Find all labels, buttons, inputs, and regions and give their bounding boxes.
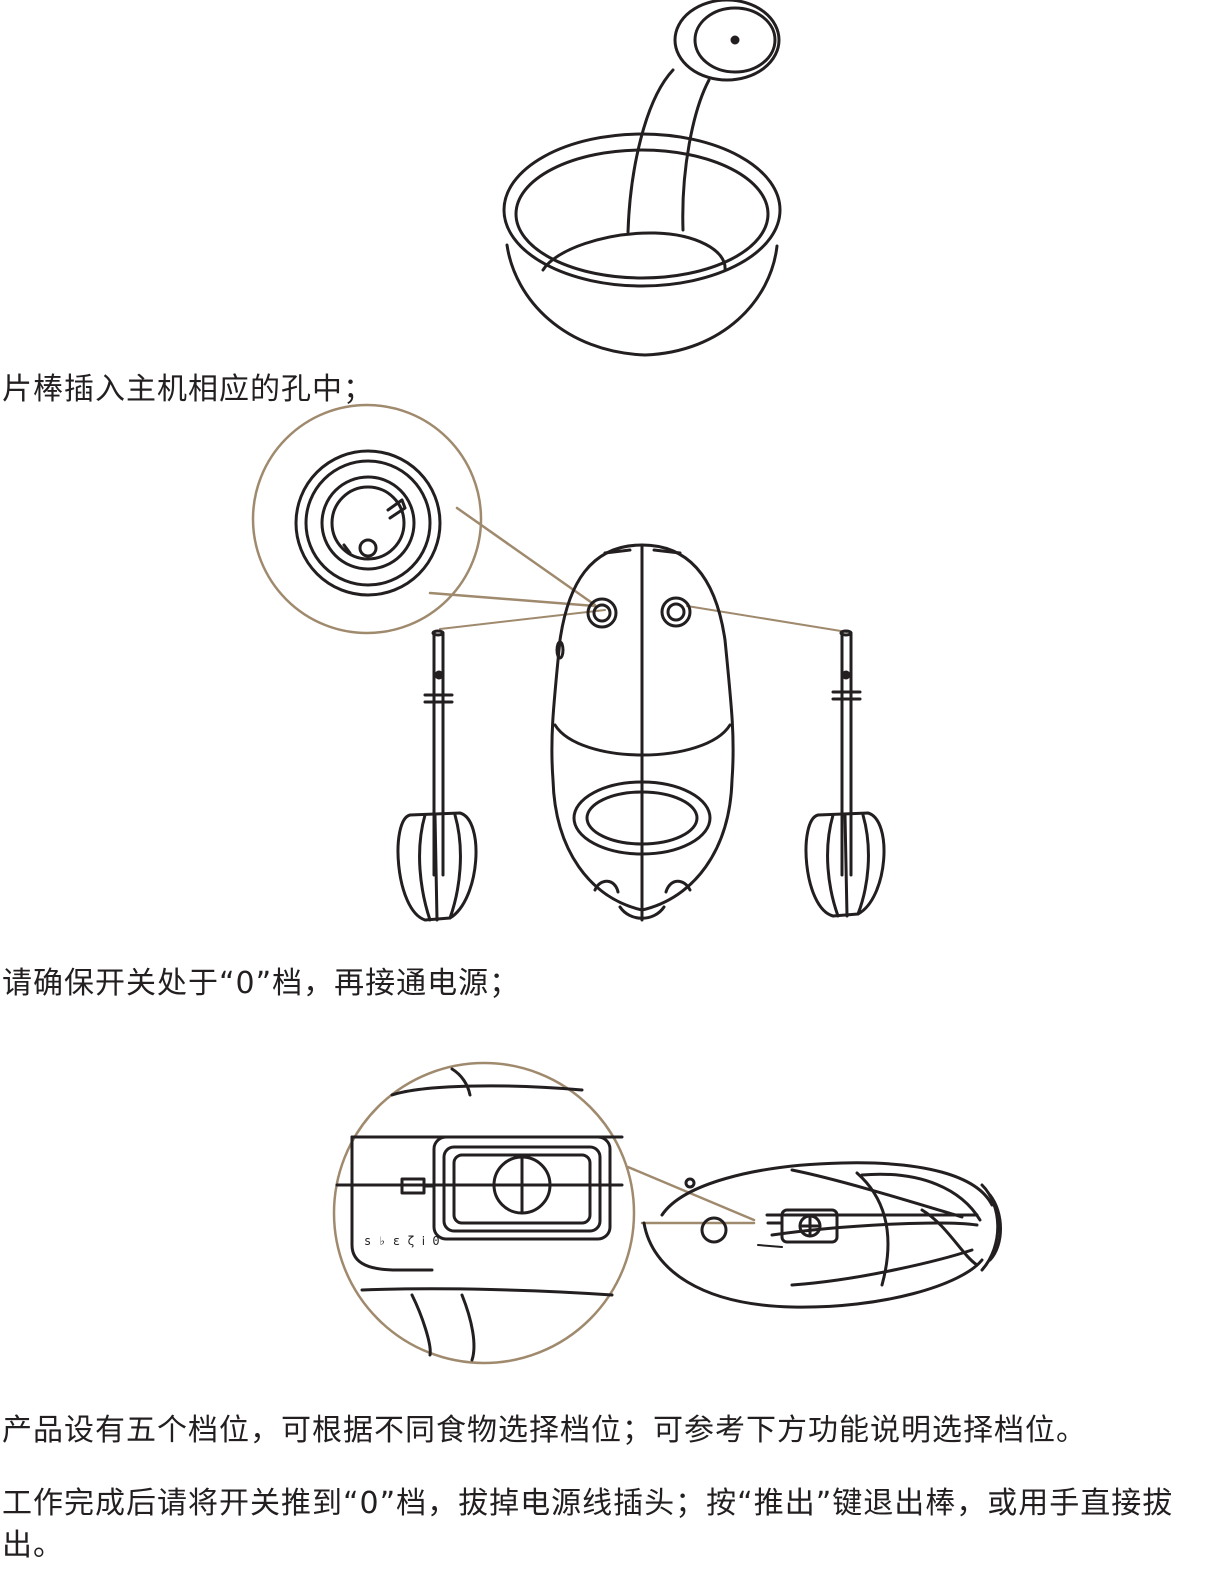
- step-4-text: 工作完成后请将开关推到“0”档，拔掉电源线插头；按“推出”键退出棒，或用手直接拔…: [2, 1486, 1174, 1563]
- speed-switch-illustration: s ♭ ε ζ ⅰ 0: [322, 1055, 1012, 1365]
- mixer-with-beaters-illustration: [250, 403, 930, 930]
- step-3-text: 产品设有五个档位，可根据不同食物选择档位；可参考下方功能说明选择档位。: [2, 1413, 1087, 1448]
- callout-circle: [251, 403, 483, 635]
- step-2-text: 请确保开关处于“0”档，再接通电源；: [2, 966, 521, 1001]
- step-1-text: 片棒插入主机相应的孔中；: [2, 372, 374, 407]
- whisk-in-bowl-illustration: [495, 0, 795, 365]
- callout-circle: [332, 1061, 636, 1365]
- svg-text:s ♭ ε ζ ⅰ 0: s ♭ ε ζ ⅰ 0: [364, 1234, 440, 1248]
